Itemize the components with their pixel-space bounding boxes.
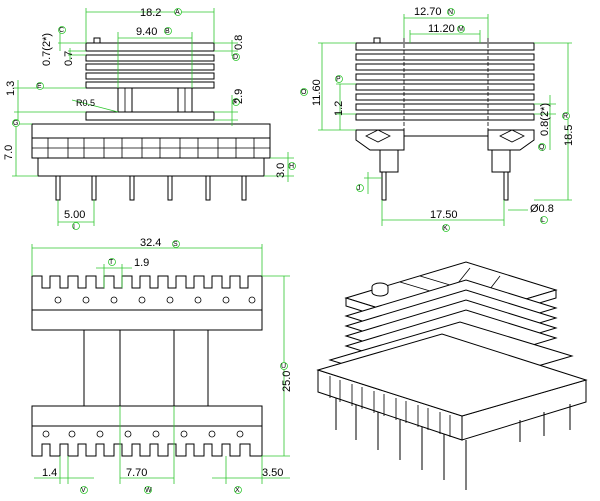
marker-d: D	[233, 54, 238, 61]
marker-s: S	[173, 241, 178, 248]
dim-core-width: 7.70	[126, 467, 147, 479]
marker-r: R	[563, 113, 568, 120]
dim-outer-width: 12.70	[414, 6, 442, 18]
dim-pin-span: 17.50	[430, 209, 458, 221]
dim-total-height: 18.5	[563, 125, 575, 146]
dim-radius: R0.5	[76, 98, 95, 108]
marker-i: I	[73, 224, 75, 231]
marker-g: G	[13, 120, 18, 127]
marker-t: T	[109, 259, 114, 266]
dim-step: 1.2	[333, 101, 345, 116]
dim-height-side: 11.60	[311, 79, 323, 106]
marker-p: P	[336, 76, 341, 83]
dim-height-a: 1.3	[5, 81, 17, 96]
marker-m: M	[458, 26, 464, 33]
dim-inner-width: 9.40	[136, 26, 157, 38]
marker-b: B	[165, 28, 170, 35]
marker-x: X	[235, 487, 240, 494]
dim-base-height: 7.0	[3, 145, 15, 160]
dim-top-flange: 0.8	[233, 35, 245, 50]
marker-v: V	[81, 487, 86, 494]
marker-l: L	[541, 217, 545, 224]
dim-pin-stub: 3.0	[275, 163, 287, 178]
front-view: 18.2 A 9.40 B 0.7(2*) 0.7 C 0.8 D 1.3 E …	[3, 7, 296, 231]
dim-pin-width: 1.4	[42, 467, 57, 479]
dim-flange-thk: 0.7(2*)	[41, 33, 53, 66]
marker-h: H	[289, 163, 294, 170]
plan-view: 32.4 S 1.9 T 25.0 U 1.4 V 7.70 W 3.50 X	[31, 237, 293, 494]
marker-e: E	[37, 83, 42, 90]
marker-n: N	[448, 9, 453, 16]
marker-w: W	[145, 487, 152, 494]
dim-edge-offset: 3.50	[262, 467, 283, 479]
dim-pin-pitch: 5.00	[64, 209, 85, 221]
marker-a: A	[175, 9, 180, 16]
marker-q: Q	[539, 144, 545, 151]
dim-slot-width: 1.9	[134, 257, 149, 269]
side-view: 12.70 N 11.20 M 11.60 O 1.2 P 0.8(2*) Q …	[300, 6, 575, 232]
marker-j: J	[357, 185, 361, 192]
marker-o: O	[301, 89, 307, 96]
dim-slot-gap: 0.7	[63, 51, 75, 66]
dim-height-b: 2.9	[233, 89, 245, 104]
marker-f: F	[233, 99, 237, 106]
marker-u: U	[281, 363, 286, 370]
marker-k: K	[443, 225, 448, 232]
dim-height-plan: 25.0	[281, 371, 293, 392]
dim-pin-dia: Ø0.8	[530, 203, 554, 215]
dim-flange-side: 0.8(2*)	[539, 103, 551, 136]
isometric-view	[316, 261, 588, 490]
marker-c: C	[59, 27, 64, 34]
dim-overall-width: 18.2	[140, 7, 161, 19]
dim-inner-width-side: 11.20	[428, 23, 455, 35]
dim-overall-width-plan: 32.4	[140, 237, 161, 249]
